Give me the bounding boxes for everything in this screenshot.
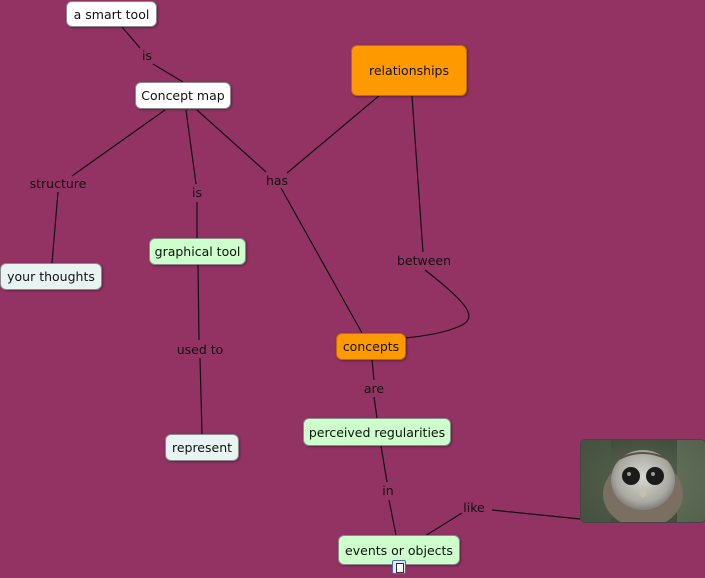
concept-label: graphical tool	[154, 244, 241, 259]
line-events-like	[424, 512, 463, 537]
concept-concepts[interactable]: concepts	[336, 333, 406, 360]
line-concepts-are	[371, 359, 375, 381]
concept-your-thoughts[interactable]: your thoughts	[0, 263, 102, 290]
owl-photo-icon	[581, 440, 705, 522]
line-concept-map-structure	[71, 109, 166, 177]
owl-image[interactable]	[580, 439, 705, 523]
concept-perceived-regularities[interactable]: perceived regularities	[303, 418, 451, 446]
link-in: in	[382, 483, 394, 498]
line-structure-your-thoughts	[51, 191, 59, 264]
link-is-top: is	[142, 48, 152, 63]
line-in-events	[388, 499, 397, 536]
document-icon[interactable]	[392, 560, 406, 574]
concept-label: events or objects	[345, 542, 453, 558]
concept-a-smart-tool[interactable]: a smart tool	[66, 1, 157, 27]
concept-label: Concept map	[141, 88, 225, 103]
concept-represent[interactable]: represent	[165, 434, 239, 461]
line-relationships-has	[286, 94, 381, 174]
link-like: like	[463, 500, 485, 515]
concept-label: a smart tool	[73, 6, 150, 22]
line-relationships-between	[411, 95, 424, 253]
link-used-to: used to	[176, 342, 224, 357]
link-structure: structure	[29, 176, 87, 191]
link-has: has	[265, 173, 289, 188]
link-are: are	[363, 381, 385, 396]
concept-graphical-tool[interactable]: graphical tool	[149, 238, 246, 265]
line-is-concept-map	[152, 63, 184, 83]
line-has-concepts	[280, 187, 363, 334]
concept-relationships[interactable]: relationships	[351, 45, 467, 96]
concept-label: perceived regularities	[308, 424, 446, 440]
concept-label: concepts	[342, 339, 400, 354]
concept-label: your thoughts	[7, 269, 95, 284]
line-perceived-in	[380, 445, 388, 483]
concept-label: represent	[171, 440, 233, 455]
link-between: between	[396, 253, 452, 268]
link-is-mid: is	[192, 185, 202, 200]
concept-concept-map[interactable]: Concept map	[135, 82, 231, 109]
line-smart-tool-is	[121, 26, 141, 49]
concept-label: relationships	[369, 63, 449, 78]
line-concept-map-has	[196, 109, 267, 173]
line-are-perceived	[373, 396, 378, 419]
line-used-to-represent	[199, 357, 203, 435]
line-graphical-tool-used-to	[197, 264, 200, 341]
line-concept-map-is	[185, 109, 197, 185]
line-between-concepts	[404, 269, 470, 339]
line-like-owl	[491, 509, 581, 520]
